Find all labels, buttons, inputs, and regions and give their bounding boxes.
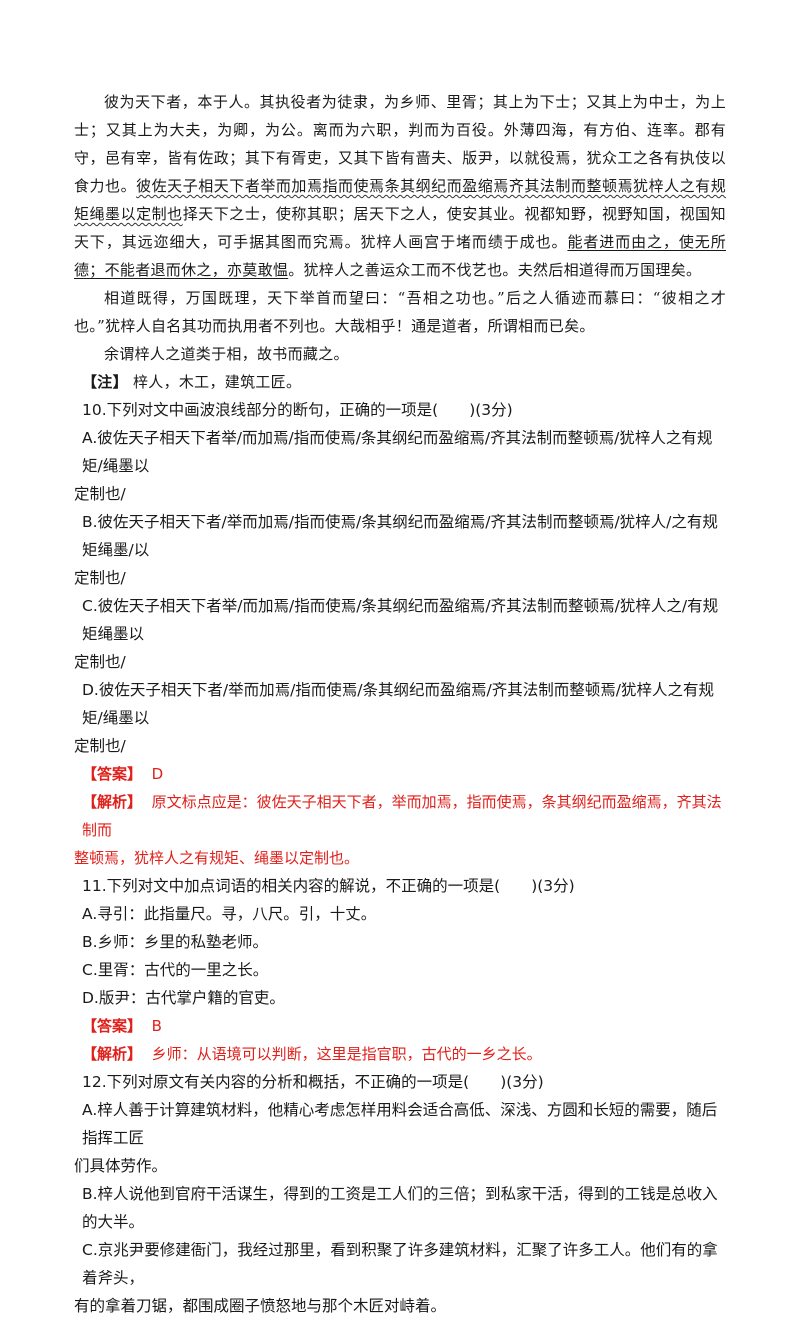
question-11-option-b: B.乡师：乡里的私塾老师。 xyxy=(82,933,269,951)
option-text-continued: 定制也/ xyxy=(74,485,126,503)
analysis-text-continued: 整顿焉，犹梓人之有规矩、绳墨以定制也。 xyxy=(74,849,360,867)
option-text: A.彼佐天子相天下者举/而加焉/指而使焉/条其纲纪而盈缩焉/齐其法制而整顿焉/犹… xyxy=(82,429,713,475)
question-11: 11.下列对文中加点词语的相关内容的解说，不正确的一项是( )(3分) A.寻引… xyxy=(74,872,726,1068)
answer-label: 【答案】 xyxy=(82,1017,143,1035)
question-10-option-a: A.彼佐天子相天下者举/而加焉/指而使焉/条其纲纪而盈缩焉/齐其法制而整顿焉/犹… xyxy=(74,424,726,508)
question-10-analysis: 【解析】 原文标点应是：彼佐天子相天下者，举而加焉，指而使焉，条其纲纪而盈缩焉，… xyxy=(74,788,726,872)
note-text: 梓人，木工，建筑工匠。 xyxy=(132,373,302,391)
option-text-continued: 定制也/ xyxy=(74,569,126,587)
option-text-continued: 有的拿着刀锯，都围成圈子愤怒地与那个木匠对峙着。 xyxy=(74,1297,447,1315)
question-11-option-d: D.版尹：古代掌户籍的官吏。 xyxy=(82,989,285,1007)
analysis-label: 【解析】 xyxy=(82,1045,143,1063)
question-10-option-b: B.彼佐天子相天下者/举而加焉/指而使焉/条其纲纪而盈缩焉/齐其法制而整顿焉/犹… xyxy=(74,508,726,592)
wavy-underlined-sentence: 彼佐天子相天下者举而加焉指而使焉条其纲纪而盈缩焉齐其法制而整顿焉犹梓人之有规矩绳… xyxy=(74,177,727,223)
question-12-option-c: C.京兆尹要修建衙门，我经过那里，看到积聚了许多建筑材料，汇聚了许多工人。他们有… xyxy=(74,1236,726,1320)
option-text-continued: 们具体劳作。 xyxy=(74,1157,168,1175)
dotted-term-banyin: 版尹 xyxy=(462,149,494,167)
question-12-option-b: B.梓人说他到官府干活谋生，得到的工资是工人们的三倍；到私家干活，得到的工钱是总… xyxy=(82,1185,718,1231)
dotted-term-lixu: 里胥 xyxy=(446,93,478,111)
question-12-stem: 12.下列对原文有关内容的分析和概括，不正确的一项是( )(3分) xyxy=(82,1073,544,1091)
passage-text: 择天下之士，使称其职；居天下之人，使安其业。视都知野，视野知国，视国知天下，其远… xyxy=(74,205,726,251)
analysis-text: 乡师：从语境可以判断，这里是指官职，古代的一乡之长。 xyxy=(151,1045,542,1063)
passage-paragraph-1: 彼为天下者，本于人。其执役者为徒隶，为乡师、里胥；其上为下士；又其上为中士，为上… xyxy=(74,88,726,284)
question-11-analysis: 【解析】 乡师：从语境可以判断，这里是指官职，古代的一乡之长。 xyxy=(74,1040,726,1068)
classical-passage: 彼为天下者，本于人。其执役者为徒隶，为乡师、里胥；其上为下士；又其上为中士，为上… xyxy=(74,88,726,396)
passage-paragraph-2: 相道既得，万国既理，天下举首而望曰：“吾相之功也。”后之人循迹而慕曰：“彼相之才… xyxy=(74,289,726,335)
note-label: 【注】 xyxy=(82,373,128,391)
passage-text: 彼为天下者，本于人。其执役者为徒隶，为 xyxy=(104,93,400,111)
underlined-sentence: 能者进而由之，使无所德；不能者退而休之，亦莫敢愠 xyxy=(74,233,726,279)
option-text-continued: 定制也/ xyxy=(74,653,126,671)
question-11-option-c: C.里胥：古代的一里之长。 xyxy=(82,961,269,979)
analysis-label: 【解析】 xyxy=(82,793,143,811)
question-10-option-c: C.彼佐天子相天下者举/而加焉/指而使焉/条其纲纪而盈缩焉/齐其法制而整顿焉/犹… xyxy=(74,592,726,676)
answer-value: D xyxy=(151,765,164,783)
question-11-stem: 11.下列对文中加点词语的相关内容的解说，不正确的一项是( )(3分) xyxy=(82,877,575,895)
question-10-answer: 【答案】 D xyxy=(74,760,726,788)
passage-note: 【注】 梓人，木工，建筑工匠。 xyxy=(74,368,726,396)
question-10-option-d: D.彼佐天子相天下者/举而加焉/指而使焉/条其纲纪而盈缩焉/齐其法制而整顿焉/犹… xyxy=(74,676,726,760)
question-12-option-a: A.梓人善于计算建筑材料，他精心考虑怎样用料会适合高低、深浅、方圆和长短的需要，… xyxy=(74,1096,726,1180)
question-12: 12.下列对原文有关内容的分析和概括，不正确的一项是( )(3分) A.梓人善于… xyxy=(74,1068,726,1320)
option-text: D.彼佐天子相天下者/举而加焉/指而使焉/条其纲纪而盈缩焉/齐其法制而整顿焉/犹… xyxy=(82,681,714,727)
answer-value: B xyxy=(151,1017,162,1035)
document-page: 彼为天下者，本于人。其执役者为徒隶，为乡师、里胥；其上为下士；又其上为中士，为上… xyxy=(74,88,726,1315)
question-10: 10.下列对文中画波浪线部分的断句，正确的一项是( )(3分) A.彼佐天子相天… xyxy=(74,396,726,872)
question-11-answer: 【答案】 B xyxy=(74,1012,726,1040)
passage-text: ；其上为下士；又其上为中士，为上士；又其上为大夫，为卿，为公。离而为六职，判而为… xyxy=(74,93,727,167)
option-text: B.彼佐天子相天下者/举而加焉/指而使焉/条其纲纪而盈缩焉/齐其法制而整顿焉/犹… xyxy=(82,513,718,559)
passage-text: ，以就役焉，犹众工之各有执伎以食力也。 xyxy=(74,149,726,195)
passage-text: 、 xyxy=(430,93,447,111)
option-text: C.京兆尹要修建衙门，我经过那里，看到积聚了许多建筑材料，汇聚了许多工人。他们有… xyxy=(82,1241,718,1287)
dotted-term-xiangshi: 乡师 xyxy=(399,93,431,111)
question-10-stem: 10.下列对文中画波浪线部分的断句，正确的一项是( )(3分) xyxy=(82,401,513,419)
option-text: C.彼佐天子相天下者举/而加焉/指而使焉/条其纲纪而盈缩焉/齐其法制而整顿焉/犹… xyxy=(82,597,719,643)
passage-text: 。犹梓人之善运众工而不伐艺也。夫然后相道得而万国理矣。 xyxy=(288,261,702,279)
question-11-option-a: A.寻引：此指量尺。寻，八尺。引，十丈。 xyxy=(82,905,377,923)
analysis-text: 原文标点应是：彼佐天子相天下者，举而加焉，指而使焉，条其纲纪而盈缩焉，齐其法制而 xyxy=(82,793,722,839)
option-text-continued: 定制也/ xyxy=(74,737,126,755)
option-text: A.梓人善于计算建筑材料，他精心考虑怎样用料会适合高低、深浅、方圆和长短的需要，… xyxy=(82,1101,718,1147)
answer-label: 【答案】 xyxy=(82,765,143,783)
passage-paragraph-3: 余谓梓人之道类于相，故书而藏之。 xyxy=(104,345,349,363)
